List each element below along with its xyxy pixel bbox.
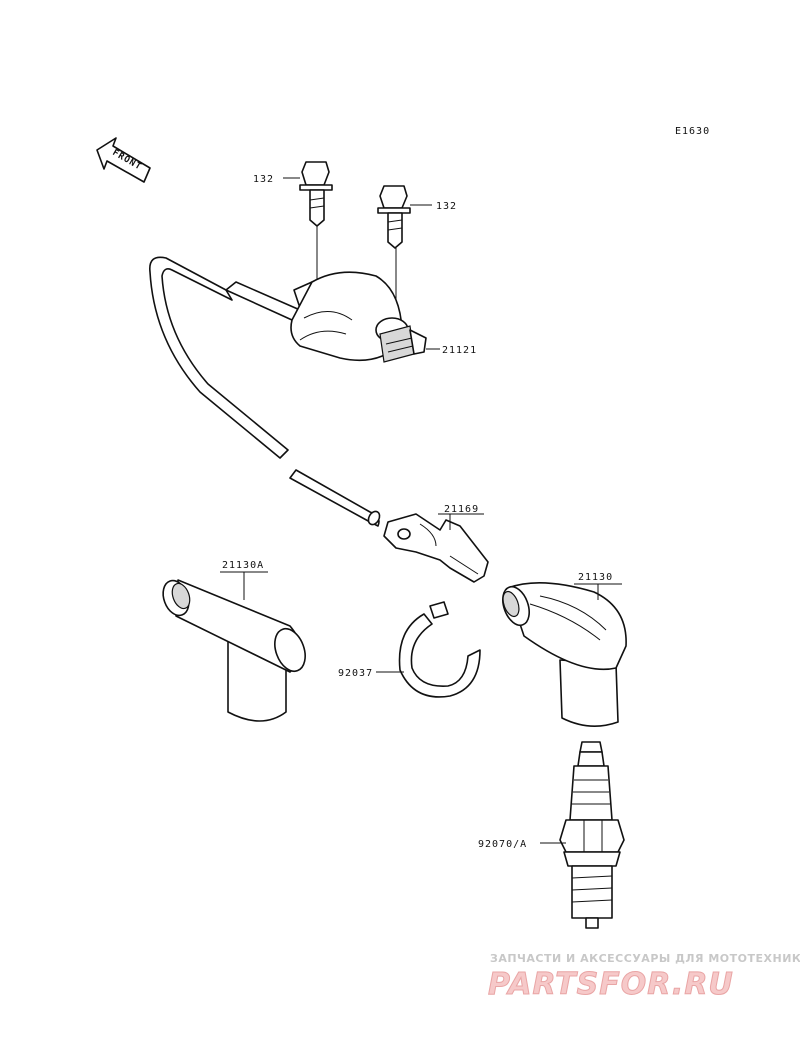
callout-cap-straight: 21130A — [222, 560, 264, 571]
ignition-coil — [225, 271, 427, 363]
callout-band: 92037 — [338, 668, 373, 679]
high-tension-lead — [149, 256, 381, 527]
watermark-logo: PARTSFOR.RU — [488, 967, 734, 1002]
cable-clamp — [383, 513, 489, 583]
callout-bolt-left: 132 — [253, 174, 274, 185]
callout-cap-angled: 21130 — [578, 572, 613, 583]
plug-cap-straight — [162, 579, 306, 722]
band — [398, 601, 481, 698]
bolt-left — [299, 161, 333, 227]
callout-spark-plug: 92070/A — [478, 839, 527, 850]
callout-bolt-right: 132 — [436, 201, 457, 212]
spark-plug — [559, 741, 625, 929]
watermark-tagline: ЗАПЧАСТИ И АКСЕССУАРЫ ДЛЯ МОТОТЕХНИКИ — [490, 952, 800, 965]
callout-ignition-coil: 21121 — [442, 345, 477, 356]
diagram-code: E1630 — [675, 126, 710, 137]
callout-clamp: 21169 — [444, 504, 479, 515]
plug-cap-angled — [502, 582, 627, 727]
bolt-right — [377, 185, 411, 249]
front-arrow-icon: FRONT — [96, 137, 151, 183]
